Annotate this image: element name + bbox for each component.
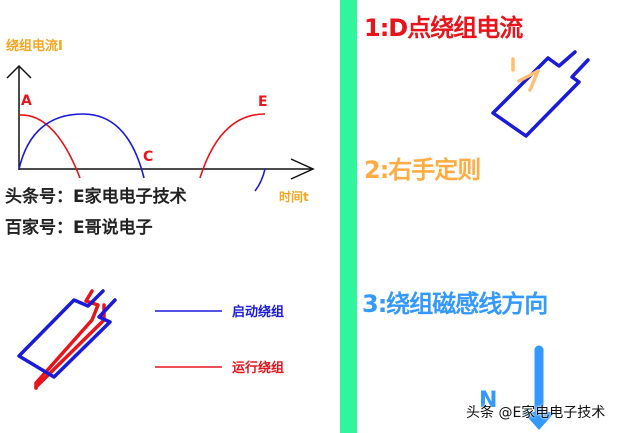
coil-d-point-icon xyxy=(491,50,590,138)
north-pole-label: N xyxy=(479,388,498,413)
start-winding-curve xyxy=(18,113,145,179)
coil-icon xyxy=(17,289,117,390)
point-e-label: E xyxy=(258,94,268,110)
watermark: 头条 @E家电电子技术 xyxy=(466,405,606,421)
x-axis-label: 时间t xyxy=(279,190,309,204)
legend-run-winding: 运行绕组 xyxy=(232,361,285,376)
magnetic-field-down-arrow-icon xyxy=(523,345,555,430)
point-c-label: C xyxy=(143,149,154,165)
step3-heading: 3:绕组磁感线方向 xyxy=(362,290,548,318)
legend-start-winding: 启动绕组 xyxy=(232,305,285,320)
toutiao-credit: 头条号：E家电电子技术 xyxy=(5,187,187,207)
chart-axes xyxy=(6,64,315,180)
point-a-label: A xyxy=(21,93,32,109)
baijia-credit: 百家号：E哥说电子 xyxy=(5,218,153,238)
y-axis-label: 绕组电流I xyxy=(6,39,63,54)
step1-heading: 1:D点绕组电流 xyxy=(364,14,523,42)
run-winding-curve-e xyxy=(199,113,266,179)
divider-bar xyxy=(340,0,357,433)
start-winding-tail xyxy=(254,168,266,192)
current-arrow-icon xyxy=(511,57,540,92)
step2-heading: 2:右手定则 xyxy=(364,156,481,184)
run-winding-curve xyxy=(18,114,81,179)
